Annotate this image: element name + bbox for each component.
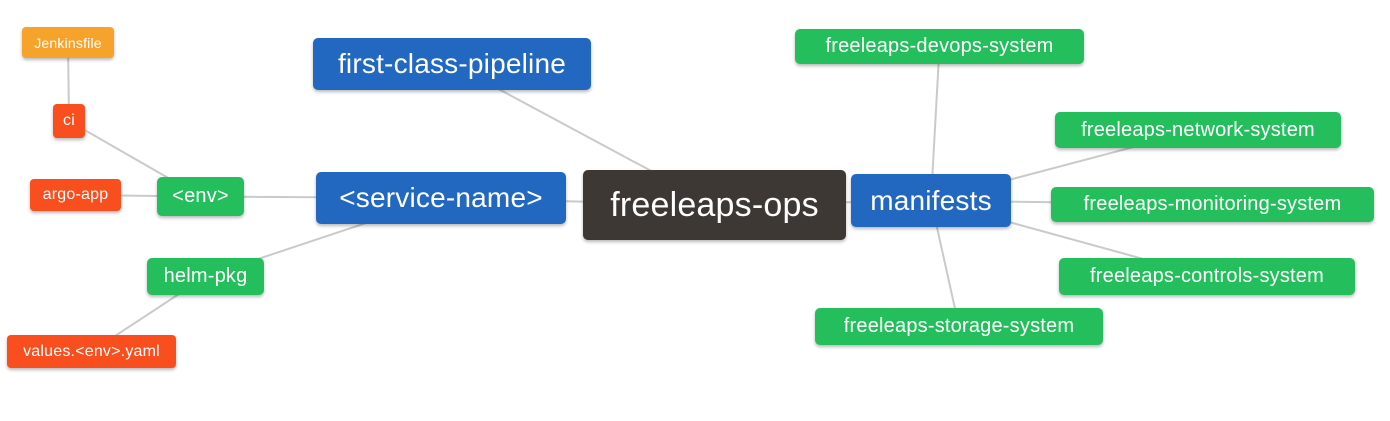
node-manifests[interactable]: manifests [851,174,1011,227]
node-helm-pkg[interactable]: helm-pkg [147,258,264,295]
node-freeleaps-monitoring-system[interactable]: freeleaps-monitoring-system [1051,187,1374,222]
node-freeleaps-network-system[interactable]: freeleaps-network-system [1055,112,1341,148]
node-first-class-pipeline[interactable]: first-class-pipeline [313,38,591,90]
node-freeleaps-storage-system[interactable]: freeleaps-storage-system [815,308,1103,345]
node-freeleaps-controls-system[interactable]: freeleaps-controls-system [1059,258,1355,295]
node-service-name[interactable]: <service-name> [316,172,566,224]
node-values-env-yaml[interactable]: values.<env>.yaml [7,335,176,368]
node-argo-app[interactable]: argo-app [30,179,121,211]
node-ci[interactable]: ci [53,104,85,138]
node-freeleaps-ops[interactable]: freeleaps-ops [583,170,846,240]
node-env[interactable]: <env> [157,177,244,216]
node-jenkinsfile[interactable]: Jenkinsfile [22,27,114,58]
node-freeleaps-devops-system[interactable]: freeleaps-devops-system [795,29,1084,64]
